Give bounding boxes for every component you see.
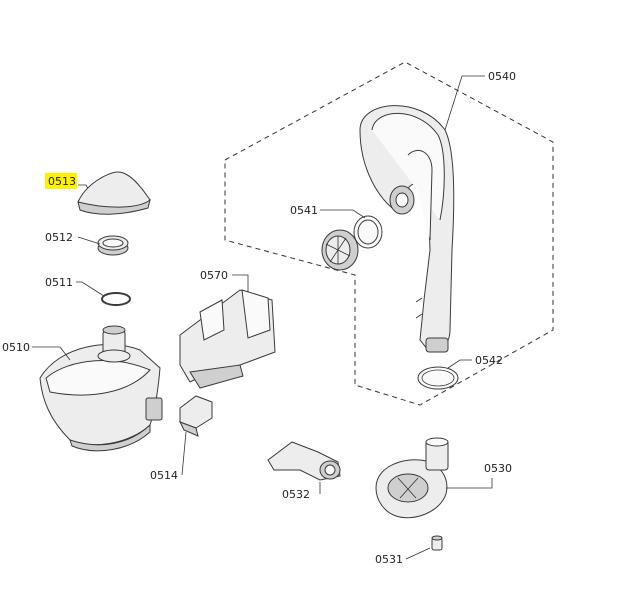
part-0570-bracket[interactable]: [179, 289, 276, 389]
part-0542-o-ring[interactable]: [417, 366, 459, 390]
label-0531: 0531: [375, 553, 403, 566]
label-0570: 0570: [200, 269, 228, 282]
label-0542: 0542: [475, 354, 503, 367]
part-0532-hose-fitting[interactable]: [267, 441, 341, 481]
part-0530-pump[interactable]: [375, 437, 449, 519]
part-0531-pin[interactable]: [431, 535, 443, 551]
label-0511: 0511: [45, 276, 73, 289]
part-0513-cap[interactable]: [77, 171, 151, 215]
label-0510: 0510: [2, 341, 30, 354]
label-0530: 0530: [484, 462, 512, 475]
label-0532: 0532: [282, 488, 310, 501]
part-0540-spray-pipe[interactable]: [359, 105, 455, 353]
label-0541: 0541: [290, 204, 318, 217]
label-0513-highlight: [45, 173, 77, 189]
assembly-boundary: [224, 61, 554, 406]
part-0511-o-ring[interactable]: [101, 292, 131, 306]
part-0510-salt-reservoir[interactable]: [39, 325, 163, 452]
part-0512-threaded-ring[interactable]: [97, 235, 129, 256]
label-0514: 0514: [150, 469, 178, 482]
label-0513: 0513: [48, 175, 76, 188]
label-0512: 0512: [45, 231, 73, 244]
part-0541-filter-disc[interactable]: [321, 229, 359, 271]
part-0514-clip[interactable]: [178, 395, 213, 437]
part-0541-seal-ring[interactable]: [353, 215, 383, 249]
label-0540: 0540: [488, 70, 516, 83]
